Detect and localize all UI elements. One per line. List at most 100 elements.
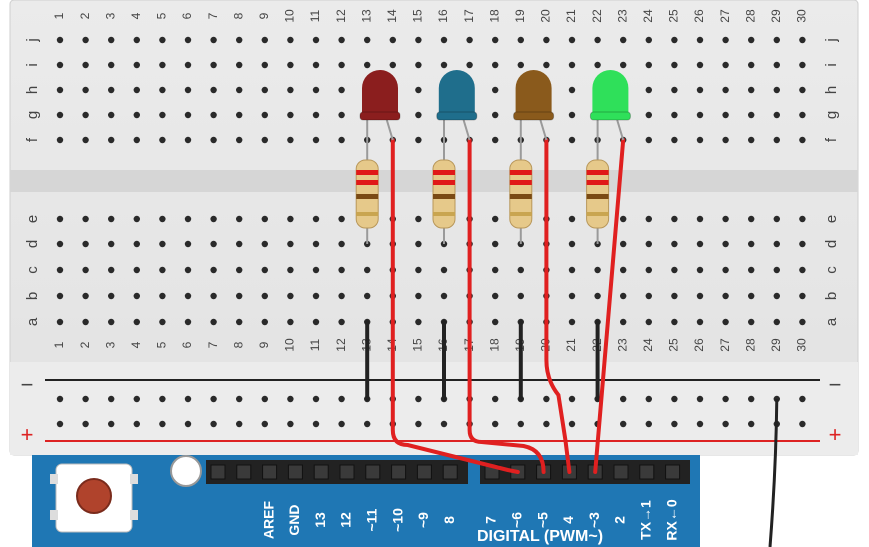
- breadboard-hole[interactable]: [338, 292, 345, 300]
- rail-hole[interactable]: [568, 395, 576, 403]
- breadboard-hole[interactable]: [82, 36, 89, 44]
- breadboard-hole[interactable]: [312, 86, 320, 94]
- breadboard-hole[interactable]: [159, 266, 166, 274]
- breadboard-hole[interactable]: [722, 292, 729, 300]
- breadboard-hole[interactable]: [261, 266, 268, 274]
- breadboard-hole[interactable]: [722, 318, 729, 326]
- breadboard-hole[interactable]: [645, 36, 652, 44]
- breadboard-hole[interactable]: [543, 36, 550, 44]
- breadboard-hole[interactable]: [748, 136, 755, 144]
- breadboard-hole[interactable]: [671, 111, 678, 119]
- breadboard-hole[interactable]: [440, 61, 448, 69]
- breadboard-hole[interactable]: [415, 111, 422, 119]
- breadboard-hole[interactable]: [210, 36, 217, 44]
- breadboard-hole[interactable]: [184, 36, 192, 44]
- breadboard-hole[interactable]: [645, 318, 652, 326]
- breadboard-hole[interactable]: [492, 111, 499, 119]
- breadboard-hole[interactable]: [671, 266, 678, 274]
- breadboard-hole[interactable]: [645, 136, 652, 144]
- breadboard-hole[interactable]: [696, 36, 704, 44]
- breadboard-hole[interactable]: [210, 136, 217, 144]
- breadboard-hole[interactable]: [312, 240, 320, 248]
- red-led[interactable]: [362, 70, 398, 118]
- rail-hole[interactable]: [210, 420, 217, 428]
- breadboard-hole[interactable]: [696, 136, 704, 144]
- breadboard-hole[interactable]: [568, 266, 576, 274]
- breadboard-hole[interactable]: [261, 86, 268, 94]
- rail-hole[interactable]: [184, 420, 192, 428]
- breadboard-hole[interactable]: [56, 86, 64, 94]
- breadboard-hole[interactable]: [133, 111, 140, 119]
- rail-hole[interactable]: [671, 420, 678, 428]
- header-pin[interactable]: [339, 464, 355, 480]
- header-pin[interactable]: [365, 464, 381, 480]
- breadboard-hole[interactable]: [287, 36, 294, 44]
- breadboard-hole[interactable]: [184, 61, 192, 69]
- breadboard-hole[interactable]: [722, 36, 729, 44]
- breadboard-hole[interactable]: [261, 111, 268, 119]
- signal-wire[interactable]: [593, 138, 626, 474]
- breadboard-hole[interactable]: [671, 318, 678, 326]
- breadboard-hole[interactable]: [108, 240, 115, 248]
- breadboard-hole[interactable]: [312, 136, 320, 144]
- breadboard-hole[interactable]: [773, 318, 780, 326]
- rail-hole[interactable]: [261, 420, 268, 428]
- breadboard-hole[interactable]: [492, 61, 499, 69]
- breadboard-hole[interactable]: [236, 292, 243, 300]
- header-pin[interactable]: [639, 464, 655, 480]
- breadboard-hole[interactable]: [594, 292, 601, 300]
- breadboard-hole[interactable]: [799, 240, 806, 248]
- breadboard-hole[interactable]: [748, 292, 755, 300]
- rail-hole[interactable]: [722, 395, 729, 403]
- rail-hole[interactable]: [671, 395, 678, 403]
- breadboard-hole[interactable]: [56, 136, 64, 144]
- breadboard-hole[interactable]: [415, 292, 422, 300]
- rail-hole[interactable]: [338, 420, 345, 428]
- breadboard-hole[interactable]: [389, 36, 396, 44]
- breadboard-hole[interactable]: [133, 36, 140, 44]
- breadboard-hole[interactable]: [492, 240, 499, 248]
- rail-hole[interactable]: [620, 420, 627, 428]
- header-pin[interactable]: [613, 464, 629, 480]
- breadboard-hole[interactable]: [133, 240, 140, 248]
- breadboard-hole[interactable]: [133, 61, 140, 69]
- breadboard-hole[interactable]: [82, 318, 89, 326]
- breadboard-hole[interactable]: [364, 61, 371, 69]
- breadboard-hole[interactable]: [645, 240, 652, 248]
- digital-header[interactable]: [206, 460, 690, 484]
- rail-hole[interactable]: [133, 395, 140, 403]
- breadboard-hole[interactable]: [671, 215, 678, 223]
- breadboard-hole[interactable]: [236, 136, 243, 144]
- header-pin[interactable]: [416, 464, 432, 480]
- breadboard-hole[interactable]: [133, 266, 140, 274]
- breadboard-hole[interactable]: [543, 61, 550, 69]
- breadboard-hole[interactable]: [773, 111, 780, 119]
- breadboard-hole[interactable]: [312, 292, 320, 300]
- rail-hole[interactable]: [312, 395, 320, 403]
- header-pin[interactable]: [665, 464, 681, 480]
- signal-wire[interactable]: [544, 138, 572, 474]
- breadboard-hole[interactable]: [338, 318, 345, 326]
- breadboard-hole[interactable]: [210, 215, 217, 223]
- breadboard-hole[interactable]: [492, 292, 499, 300]
- breadboard-hole[interactable]: [287, 111, 294, 119]
- breadboard-hole[interactable]: [82, 136, 89, 144]
- breadboard-hole[interactable]: [338, 215, 345, 223]
- breadboard-hole[interactable]: [159, 111, 166, 119]
- rail-hole[interactable]: [440, 420, 448, 428]
- breadboard-hole[interactable]: [722, 136, 729, 144]
- breadboard-hole[interactable]: [773, 36, 780, 44]
- rail-hole[interactable]: [543, 420, 550, 428]
- breadboard-hole[interactable]: [338, 240, 345, 248]
- rail-hole[interactable]: [56, 420, 64, 428]
- breadboard-hole[interactable]: [517, 36, 524, 44]
- breadboard-hole[interactable]: [773, 61, 780, 69]
- breadboard-hole[interactable]: [696, 266, 704, 274]
- breadboard-hole[interactable]: [466, 36, 473, 44]
- breadboard-hole[interactable]: [236, 266, 243, 274]
- breadboard-hole[interactable]: [799, 292, 806, 300]
- header-pin[interactable]: [287, 464, 303, 480]
- breadboard-hole[interactable]: [620, 318, 627, 326]
- breadboard-hole[interactable]: [415, 36, 422, 44]
